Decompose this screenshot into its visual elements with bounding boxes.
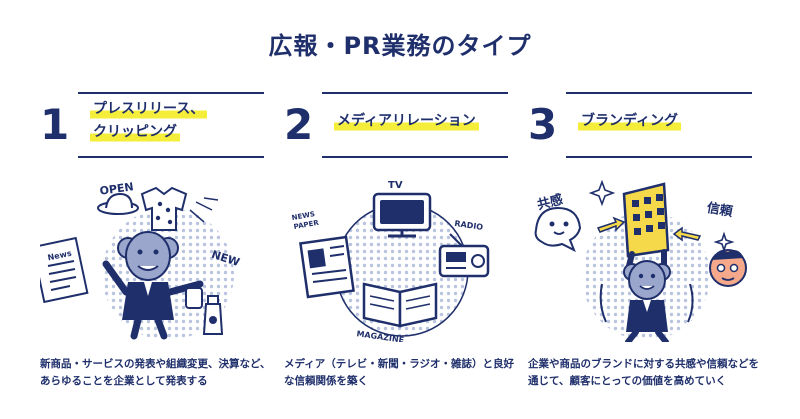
- divider: [566, 92, 752, 94]
- hat-icon: [97, 192, 139, 215]
- type-media-relations: 2 メディアリレーション TV NEWS PAPER: [284, 86, 514, 406]
- divider: [566, 156, 752, 158]
- magazine-icon: [362, 282, 438, 328]
- media-relations-illustration: TV NEWS PAPER RADIO: [291, 180, 490, 342]
- type-branding: 3 ブランディング 共感 信頼: [528, 86, 759, 406]
- tv-label: TV: [388, 180, 403, 191]
- arrow-icon: [596, 216, 626, 233]
- motion-lines: [599, 283, 694, 323]
- trust-label: 信頼: [706, 200, 735, 220]
- type-press-release: 1 プレスリリース、 クリッピング News OPEN: [40, 86, 270, 406]
- press-release-illustration: News OPEN NEW: [40, 180, 241, 340]
- bottle-icon: [185, 287, 224, 335]
- arrow-icon: [672, 226, 702, 242]
- divider: [78, 92, 264, 94]
- page-title: 広報・PR業務のタイプ: [268, 32, 532, 60]
- newspaper-icon: [299, 235, 355, 299]
- open-label: OPEN: [99, 180, 135, 198]
- type-description: メディア（テレビ・新聞・ラジオ・雑誌）と良好な信頼関係を築く: [284, 358, 515, 387]
- type-heading: ブランディング: [578, 86, 758, 158]
- shirt-icon: [140, 186, 188, 231]
- heading-line: ブランディング: [578, 110, 682, 132]
- building-icon: [622, 182, 670, 258]
- mascot-icon: [102, 231, 204, 340]
- mascot-icon: [623, 249, 671, 342]
- press-release-document-icon: [40, 236, 89, 304]
- heading-line: クリッピング: [90, 122, 180, 143]
- type-header: 1 プレスリリース、 クリッピング: [40, 86, 270, 158]
- type-header: 3 ブランディング: [528, 86, 758, 158]
- motion-lines: [189, 197, 219, 223]
- divider: [322, 156, 508, 158]
- type-number: 3: [528, 100, 558, 149]
- type-header: 2 メディアリレーション: [284, 86, 514, 158]
- divider: [322, 92, 508, 94]
- type-heading: プレスリリース、 クリッピング: [90, 86, 270, 158]
- heading-line: プレスリリース、: [90, 99, 208, 120]
- newspaper-label: NEWS: [291, 210, 315, 222]
- radio-label: RADIO: [454, 219, 484, 232]
- type-number: 1: [40, 100, 70, 149]
- face-character-icon: [709, 249, 747, 287]
- type-description: 新商品・サービスの発表や組織変更、決算など、あらゆることを企業として発表する: [40, 358, 271, 387]
- type-heading: メディアリレーション: [334, 86, 514, 158]
- heading-line: メディアリレーション: [334, 110, 479, 132]
- branding-illustration: 共感 信頼: [534, 179, 747, 342]
- divider: [78, 156, 264, 158]
- sparkle-icon: [713, 231, 735, 253]
- ghost-character-icon: [534, 206, 582, 253]
- type-number: 2: [284, 100, 314, 149]
- tv-icon: [372, 192, 432, 238]
- type-description: 企業や商品のブランドに対する共感や信頼などを通じて、顧客にとっての価値を高めてい…: [528, 358, 759, 387]
- sparkle-icon: [588, 179, 616, 207]
- radio-icon: [438, 233, 490, 278]
